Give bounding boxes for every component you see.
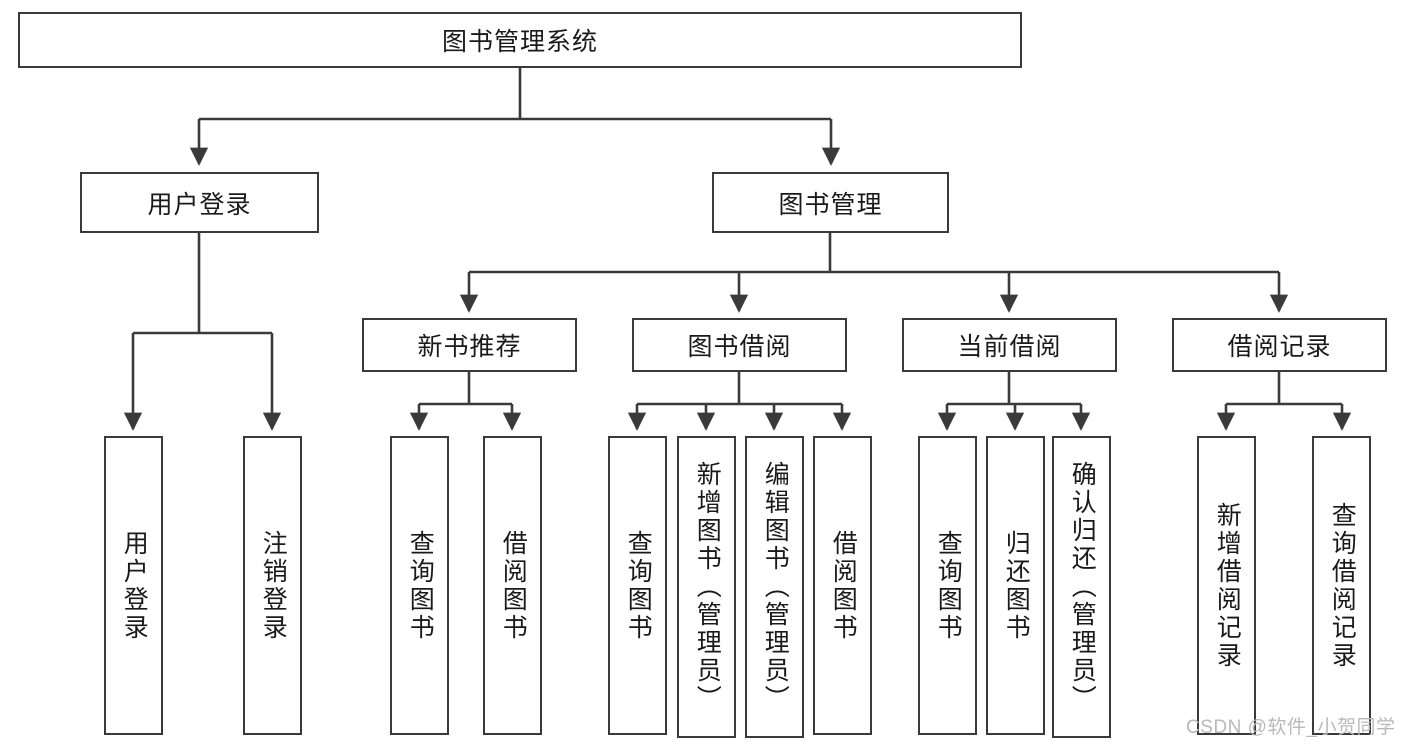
leaf-new-book-query[interactable]: 查询图书 xyxy=(390,436,449,735)
node-label: 注销登录 xyxy=(259,529,288,642)
node-root-book-management-system[interactable]: 图书管理系统 xyxy=(18,12,1022,68)
leaf-user-logout[interactable]: 注销登录 xyxy=(243,436,302,735)
leaf-book-edit-admin[interactable]: 编辑图书（管理员） xyxy=(745,436,804,738)
leaf-book-borrow-query[interactable]: 查询图书 xyxy=(608,436,667,735)
leaf-add-borrow-record[interactable]: 新增借阅记录 xyxy=(1197,436,1256,735)
node-label: 当前借阅 xyxy=(957,333,1062,361)
node-label: 归还图书 xyxy=(1002,529,1031,642)
leaf-query-borrow-record[interactable]: 查询借阅记录 xyxy=(1312,436,1371,735)
node-label: 借阅图书 xyxy=(499,529,528,642)
node-label: 新增借阅记录 xyxy=(1213,501,1242,670)
node-label: 查询图书 xyxy=(934,529,963,642)
node-label: 新增图书（管理员） xyxy=(693,461,722,713)
node-current-borrow[interactable]: 当前借阅 xyxy=(902,318,1117,372)
leaf-book-borrow-action[interactable]: 借阅图书 xyxy=(813,436,872,735)
node-label: 查询借阅记录 xyxy=(1328,501,1357,670)
leaf-confirm-return-admin[interactable]: 确认归还（管理员） xyxy=(1052,436,1111,738)
node-label: 借阅图书 xyxy=(829,529,858,642)
node-label: 查询图书 xyxy=(624,529,653,642)
node-borrow-record[interactable]: 借阅记录 xyxy=(1172,318,1387,372)
node-label: 编辑图书（管理员） xyxy=(761,461,790,713)
watermark-text: CSDN @软件_小贺同学 xyxy=(1186,717,1396,738)
node-label: 查询图书 xyxy=(406,529,435,642)
node-book-management[interactable]: 图书管理 xyxy=(712,172,949,233)
node-label: 新书推荐 xyxy=(417,333,522,361)
node-label: 图书管理 xyxy=(778,190,883,219)
node-label: 用户登录 xyxy=(147,190,252,219)
leaf-return-book[interactable]: 归还图书 xyxy=(986,436,1045,735)
node-label: 借阅记录 xyxy=(1227,333,1332,361)
node-book-borrow[interactable]: 图书借阅 xyxy=(632,318,847,372)
node-new-book-recommend[interactable]: 新书推荐 xyxy=(362,318,577,372)
leaf-user-login[interactable]: 用户登录 xyxy=(104,436,163,735)
node-label: 确认归还（管理员） xyxy=(1068,461,1097,713)
leaf-book-add-admin[interactable]: 新增图书（管理员） xyxy=(677,436,736,738)
leaf-new-book-borrow[interactable]: 借阅图书 xyxy=(483,436,542,735)
leaf-current-borrow-query[interactable]: 查询图书 xyxy=(918,436,977,735)
node-label: 用户登录 xyxy=(120,529,149,642)
node-label: 图书借阅 xyxy=(687,333,792,361)
node-user-login[interactable]: 用户登录 xyxy=(80,172,319,233)
node-label: 图书管理系统 xyxy=(441,28,598,56)
